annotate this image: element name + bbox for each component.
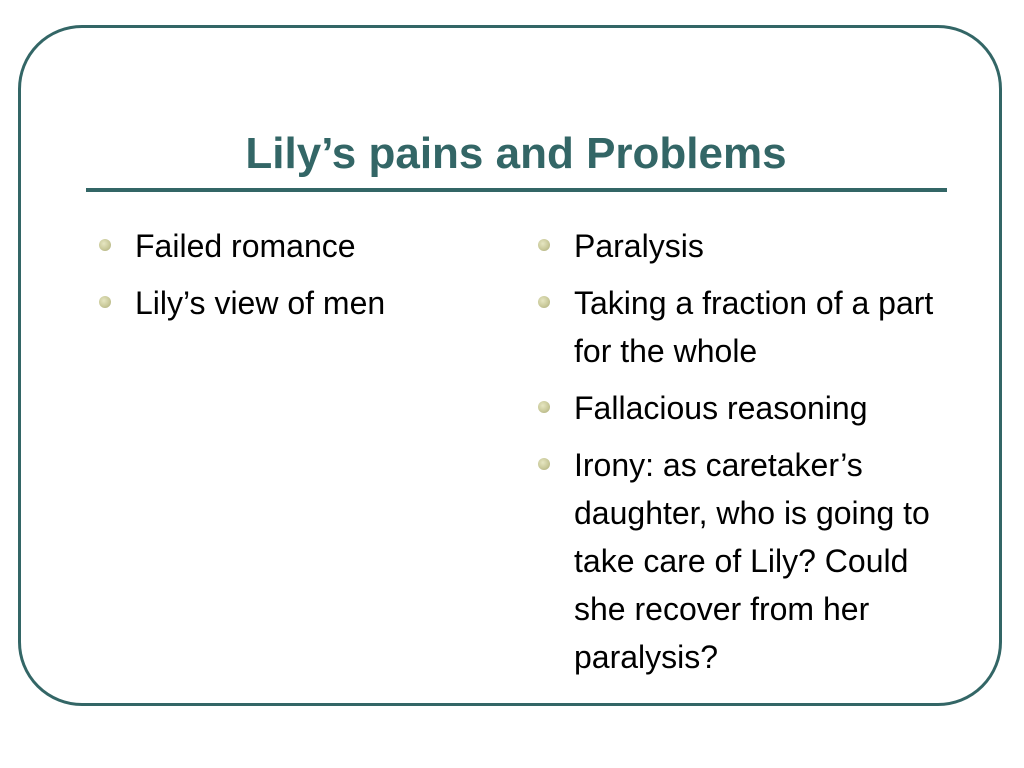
bullet-text: Taking a fraction of a part for the whol… (574, 285, 934, 369)
bullet-dot-icon (538, 239, 550, 251)
right-bullet-list: Paralysis Taking a fraction of a part fo… (535, 222, 945, 690)
bullet-item: Failed romance (96, 222, 496, 270)
slide-frame (18, 25, 1002, 706)
bullet-dot-icon (538, 401, 550, 413)
bullet-text: Failed romance (135, 228, 356, 264)
bullet-dot-icon (538, 296, 550, 308)
bullet-dot-icon (99, 239, 111, 251)
bullet-text: Paralysis (574, 228, 704, 264)
slide-title: Lily’s pains and Problems (245, 129, 787, 178)
bullet-text: Fallacious reasoning (574, 390, 868, 426)
bullet-text: Lily’s view of men (135, 285, 386, 321)
bullet-dot-icon (99, 296, 111, 308)
bullet-item: Paralysis (535, 222, 945, 270)
bullet-dot-icon (538, 458, 550, 470)
bullet-item: Irony: as caretaker’s daughter, who is g… (535, 441, 945, 681)
title-underline (86, 188, 947, 192)
bullet-item: Fallacious reasoning (535, 384, 945, 432)
bullet-text: Irony: as caretaker’s daughter, who is g… (574, 447, 930, 675)
left-bullet-list: Failed romance Lily’s view of men (96, 222, 496, 336)
bullet-item: Taking a fraction of a part for the whol… (535, 279, 945, 375)
bullet-item: Lily’s view of men (96, 279, 496, 327)
